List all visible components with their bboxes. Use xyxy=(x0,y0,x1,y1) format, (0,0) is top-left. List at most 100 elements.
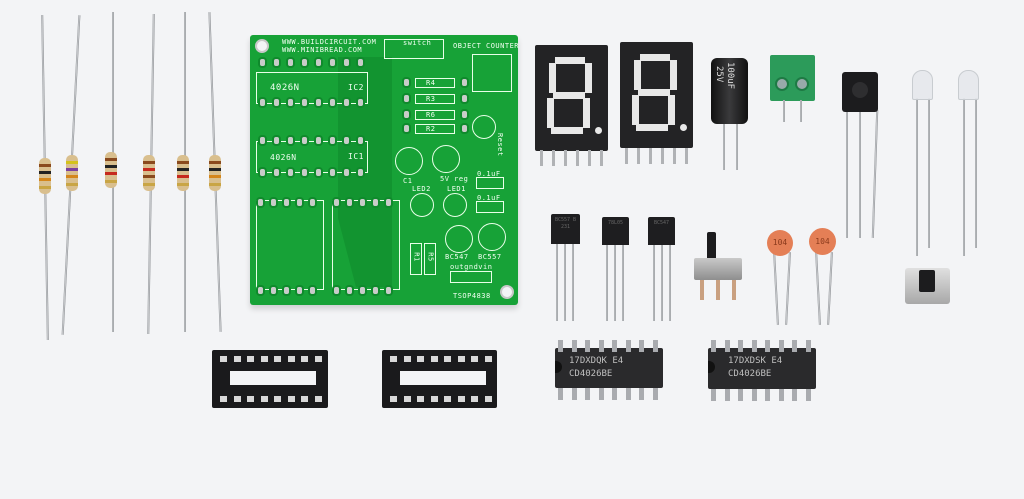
socket-hole xyxy=(287,356,295,362)
resistor xyxy=(105,152,117,188)
regulator-label: 5V reg xyxy=(440,175,469,183)
socket-hole xyxy=(233,396,241,402)
transistor: BC547 xyxy=(648,217,675,245)
screw-terminal-block xyxy=(770,55,815,101)
ceramic-capacitor: 104 xyxy=(767,230,793,256)
ic-pin xyxy=(805,389,811,401)
socket-hole xyxy=(260,396,268,402)
solder-pad xyxy=(384,197,393,208)
c1-label: C1 xyxy=(403,177,413,185)
solder-pad xyxy=(295,285,304,296)
socket-hole xyxy=(484,356,492,362)
solder-pad xyxy=(371,285,380,296)
socket-hole xyxy=(314,396,322,402)
slide-switch-knob xyxy=(707,232,716,260)
socket-hole xyxy=(444,356,451,362)
ic-socket xyxy=(212,350,328,408)
ic-pin xyxy=(765,389,770,401)
socket-hole xyxy=(444,396,451,402)
push-button-cap xyxy=(919,270,935,292)
solder-pad xyxy=(332,285,341,296)
ic-pin xyxy=(738,389,743,401)
solder-pad xyxy=(356,167,365,178)
ic1-label: IC1 xyxy=(348,152,364,161)
socket-hole xyxy=(247,396,254,402)
resistor xyxy=(143,155,155,191)
solder-pad xyxy=(342,167,351,178)
solder-pad xyxy=(256,197,265,208)
mounting-hole xyxy=(500,285,514,299)
solder-pad xyxy=(342,57,351,68)
pcb-title: OBJECT COUNTER xyxy=(453,42,520,50)
switch-pins xyxy=(700,280,736,300)
solder-pad xyxy=(300,135,309,146)
solder-pad xyxy=(356,57,365,68)
socket-hole xyxy=(417,396,424,402)
ic-pin xyxy=(598,340,604,352)
socket-hole xyxy=(314,356,322,362)
solder-pad xyxy=(371,197,380,208)
ic-part-number: CD4026BE xyxy=(569,369,613,379)
pcb-url-1: WWW.BUILDCIRCUIT.COM xyxy=(282,38,377,46)
solder-pad xyxy=(300,57,309,68)
resistor xyxy=(39,158,51,194)
ic-pin xyxy=(724,340,730,352)
solder-pad xyxy=(460,109,469,120)
resistor xyxy=(209,155,221,191)
tsop-label: TSOP4838 xyxy=(453,292,491,300)
solder-pad xyxy=(258,97,267,108)
socket-hole xyxy=(287,396,295,402)
cap2-label: 0.1uF xyxy=(477,194,501,202)
led xyxy=(912,70,933,100)
solder-pad xyxy=(345,285,354,296)
push-button xyxy=(905,268,950,304)
socket-hole xyxy=(430,356,438,362)
display-pins xyxy=(625,148,689,164)
switch-label: switch xyxy=(403,39,432,47)
led1-label: LED1 xyxy=(447,185,466,193)
solder-pad xyxy=(282,285,291,296)
ic-pin xyxy=(751,340,757,352)
socket-hole xyxy=(484,396,492,402)
ic-pin xyxy=(558,340,563,352)
led xyxy=(958,70,979,100)
ic-pin xyxy=(585,340,590,352)
socket-hole xyxy=(457,396,465,402)
voltage-regulator: 78L05 xyxy=(602,217,629,245)
ic-pin xyxy=(792,340,797,352)
solder-pad xyxy=(314,135,323,146)
solder-pad xyxy=(345,197,354,208)
socket-hole xyxy=(301,356,308,362)
socket-hole xyxy=(220,356,227,362)
ic-pin xyxy=(805,340,811,352)
solder-pad xyxy=(258,135,267,146)
solder-pad xyxy=(328,135,337,146)
solder-pad xyxy=(332,197,341,208)
solder-pad xyxy=(356,97,365,108)
solder-pad xyxy=(286,167,295,178)
ic-pin xyxy=(625,388,631,400)
q1-label: BC547 xyxy=(445,253,469,261)
solder-pad xyxy=(314,167,323,178)
electrolytic-capacitor: 100uF 25V xyxy=(711,58,748,124)
pcb-url-2: WWW.MINIBREAD.COM xyxy=(282,46,363,54)
socket-hole xyxy=(430,396,438,402)
ic-pin xyxy=(625,340,631,352)
ic-pin xyxy=(639,340,644,352)
capacitor-value: 100uF xyxy=(725,62,735,90)
solder-pad xyxy=(402,109,411,120)
socket-hole xyxy=(390,396,397,402)
ic-pin xyxy=(639,388,644,400)
r1-label: R1 xyxy=(412,252,421,262)
socket-hole xyxy=(471,396,478,402)
solder-pad xyxy=(328,167,337,178)
resistor-label-r4: R4 xyxy=(426,79,436,87)
solder-pad xyxy=(358,285,367,296)
solder-pad xyxy=(258,57,267,68)
socket-hole xyxy=(471,356,478,362)
ic-chip: 17DXDSK E4 CD4026BE xyxy=(708,348,816,389)
r5-label: R5 xyxy=(426,252,435,262)
ir-receiver xyxy=(842,72,878,112)
solder-pad xyxy=(286,57,295,68)
socket-hole xyxy=(403,356,411,362)
